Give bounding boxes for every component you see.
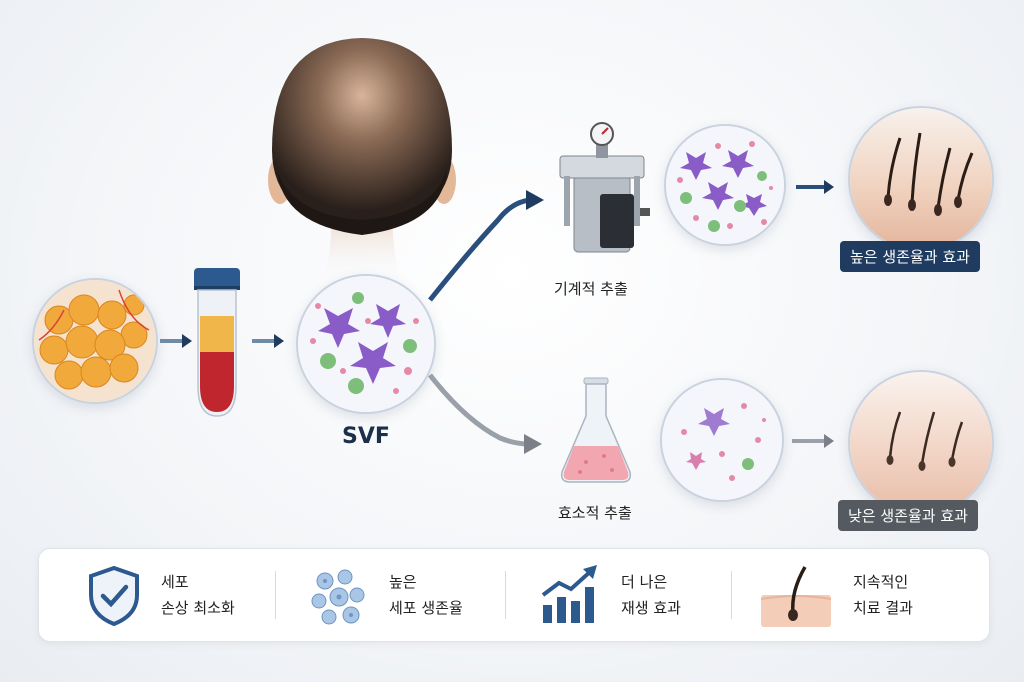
healthy-hair-image xyxy=(848,106,994,252)
branch-arrows xyxy=(420,180,550,460)
arrow-right-icon xyxy=(792,432,836,450)
hair-follicle-icon xyxy=(761,563,831,627)
fat-tissue-image xyxy=(32,278,158,404)
arrow-right-icon xyxy=(160,332,194,350)
arrow-right-icon xyxy=(252,332,286,350)
mechanical-extraction-label: 기계적 추출 xyxy=(554,280,628,298)
mechanical-cells-image xyxy=(664,124,786,246)
cells-icon xyxy=(305,563,371,629)
mechanical-device-image xyxy=(552,120,652,260)
test-tube-image xyxy=(190,266,244,418)
divider xyxy=(275,571,276,619)
divider xyxy=(505,571,506,619)
arrow-right-icon xyxy=(796,178,836,196)
svf-label: SVF xyxy=(342,424,390,449)
divider xyxy=(731,571,732,619)
low-survival-result: 낮은 생존율과 효과 xyxy=(838,500,978,531)
svf-cells-image xyxy=(296,274,436,414)
enzymatic-extraction-label: 효소적 추출 xyxy=(558,504,632,522)
shield-check-icon xyxy=(87,565,141,627)
high-survival-result: 높은 생존율과 효과 xyxy=(840,241,980,272)
weak-hair-image xyxy=(848,370,994,516)
flask-image xyxy=(556,376,636,486)
head-illustration xyxy=(262,30,462,280)
growth-chart-icon xyxy=(539,563,601,627)
enzymatic-cells-image xyxy=(660,378,784,502)
